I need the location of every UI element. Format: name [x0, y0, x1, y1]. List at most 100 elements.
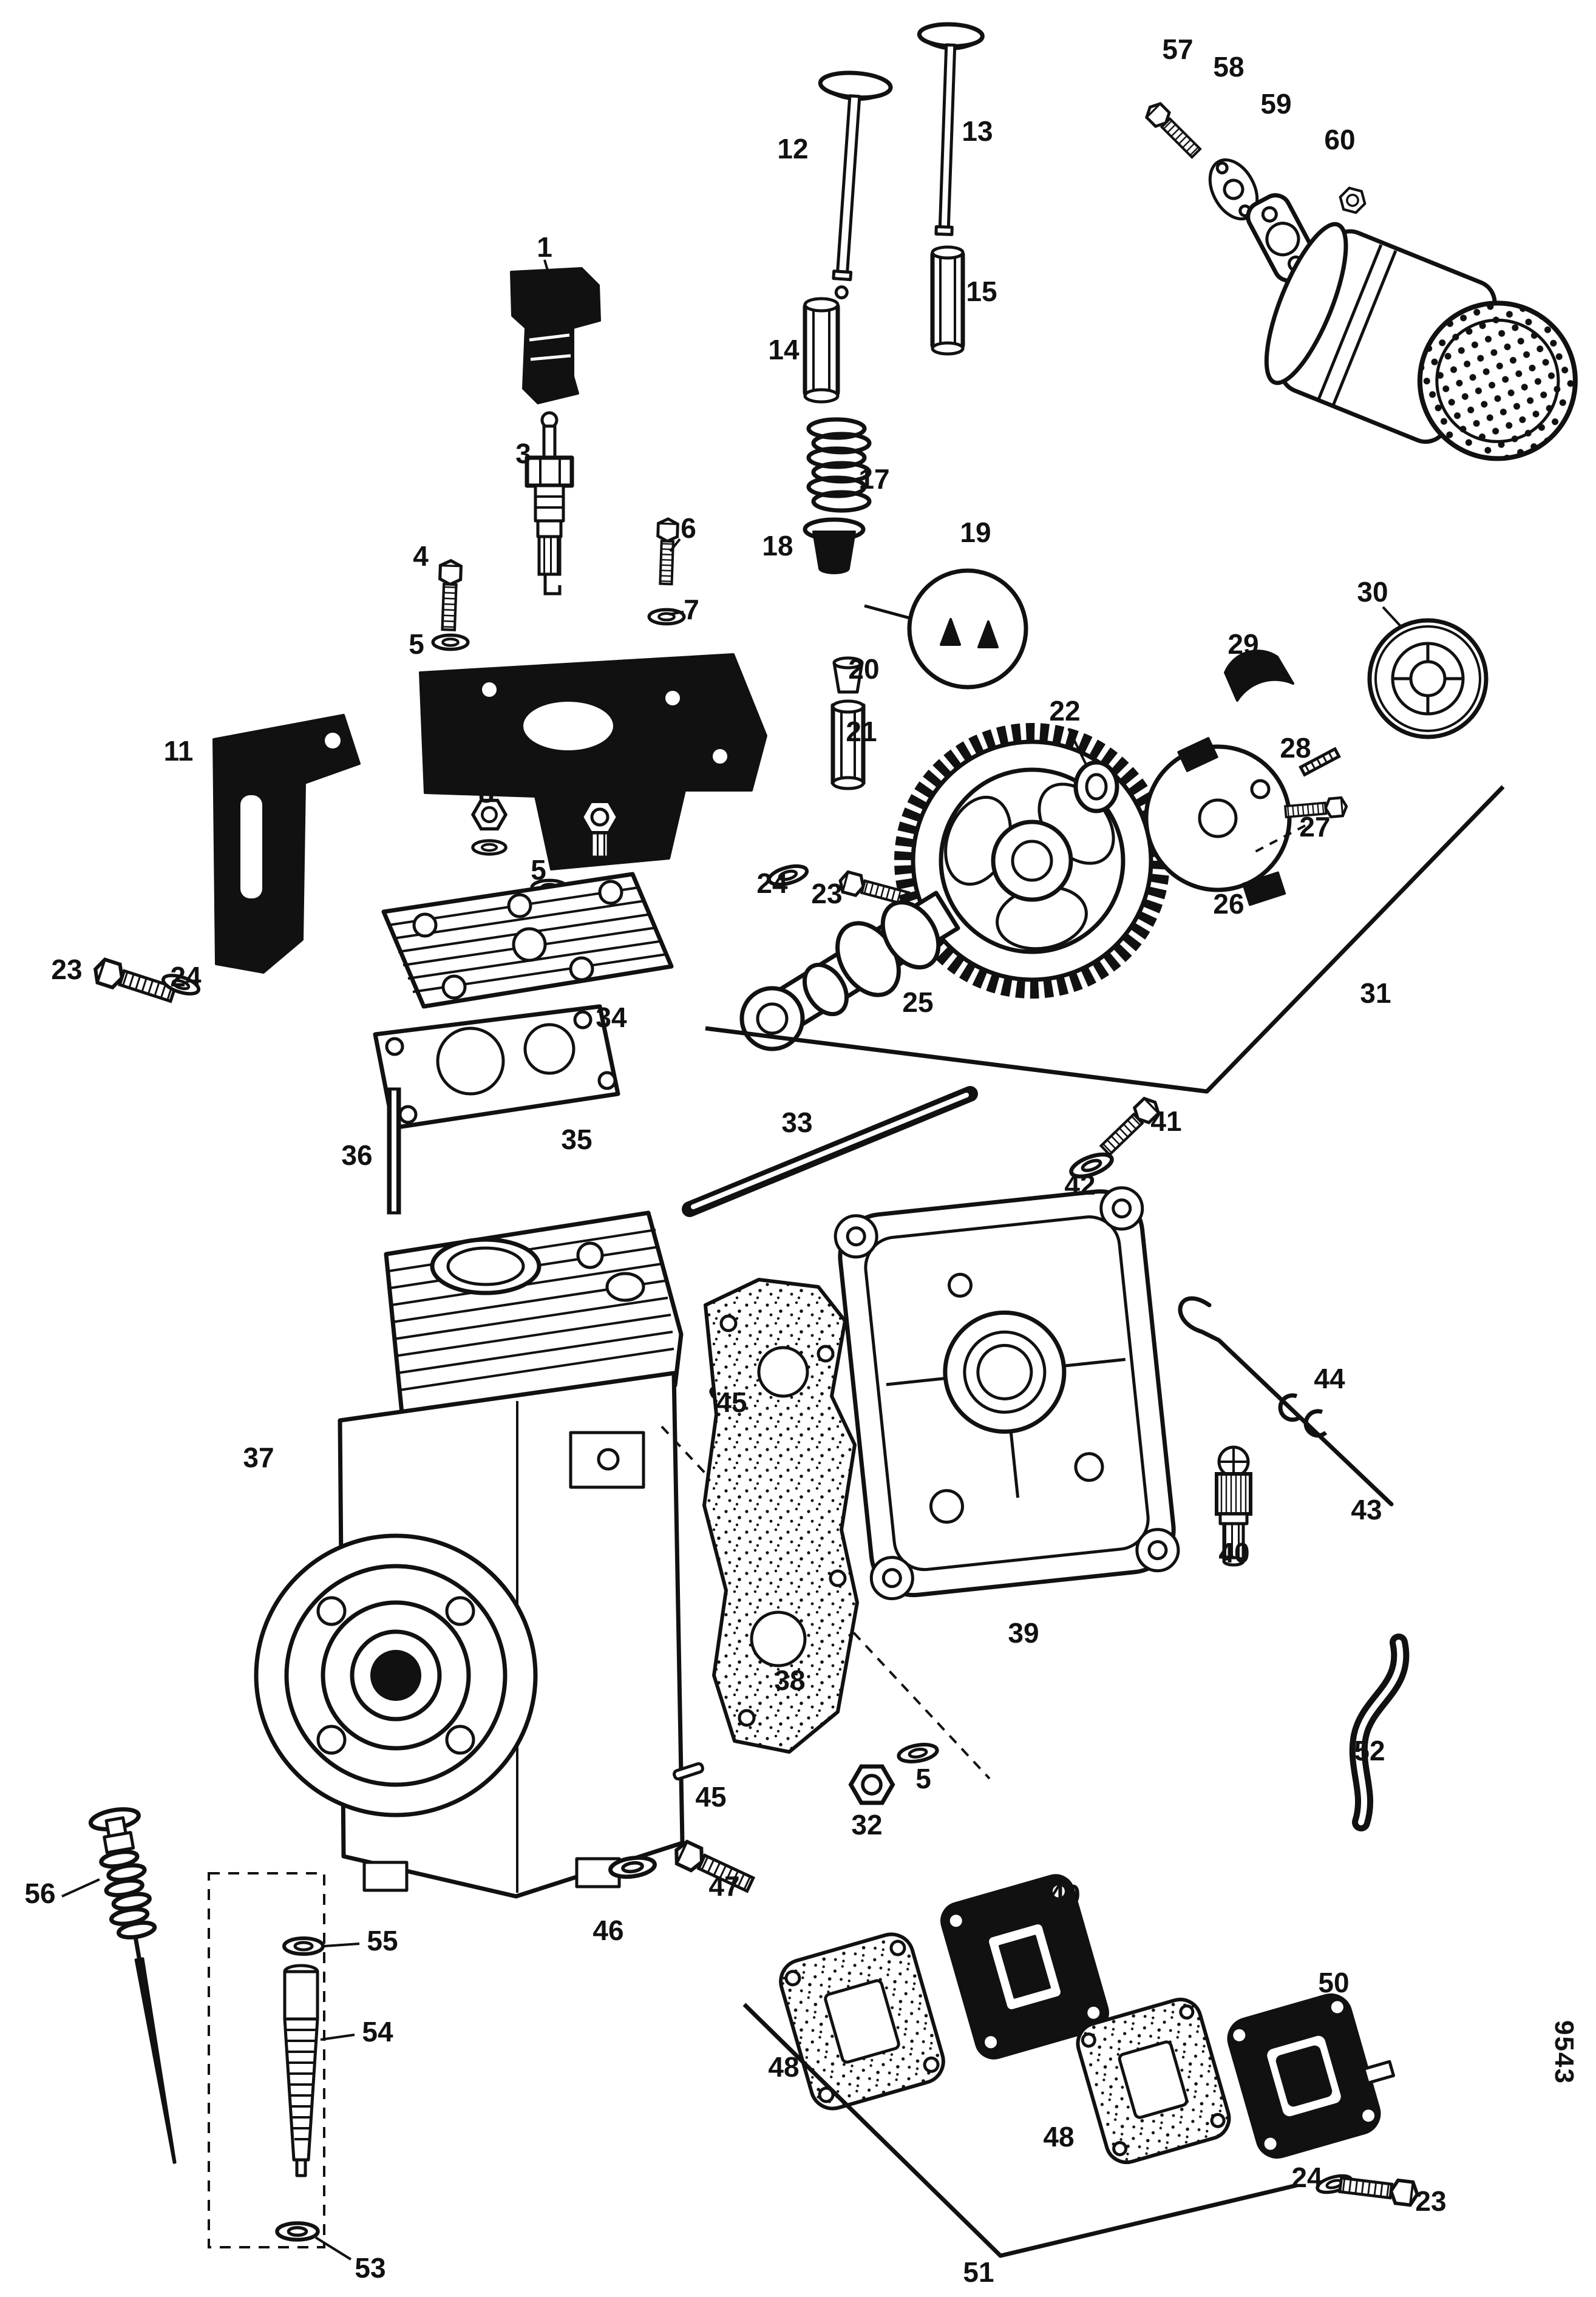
callout-9: 9: [596, 777, 612, 809]
muffler: [1264, 222, 1578, 461]
callout-40: 40: [1218, 1537, 1250, 1569]
pin-28: [1299, 747, 1341, 777]
cam-bushing-22: [1067, 728, 1119, 813]
callout-58: 58: [1213, 51, 1245, 83]
callout-17: 17: [858, 463, 890, 495]
callout-5: 5: [531, 854, 546, 886]
callout-24: 24: [170, 961, 202, 992]
callout-45: 45: [695, 1781, 727, 1813]
callout-52: 52: [1354, 1735, 1385, 1766]
breather-gasket-48b: [1076, 1997, 1231, 2165]
group-bracket-51: [742, 2003, 1297, 2258]
callout-7: 7: [684, 594, 699, 625]
callout-59: 59: [1260, 88, 1292, 120]
callout-46: 46: [593, 1915, 624, 1946]
callout-12: 12: [777, 133, 809, 165]
callout-18: 18: [762, 530, 793, 562]
callout-31: 31: [1360, 977, 1391, 1009]
retainer-clips-44: [1278, 1393, 1328, 1438]
callout-37: 37: [243, 1442, 274, 1473]
callout-22: 22: [1049, 695, 1081, 727]
callout-23: 23: [1415, 2185, 1447, 2217]
callout-23: 23: [51, 954, 83, 985]
callout-24: 24: [1291, 2162, 1323, 2193]
bracket-shield-11: [212, 714, 361, 974]
callout-13: 13: [962, 115, 993, 147]
callout-48: 48: [1043, 2121, 1075, 2153]
camshaft: [739, 891, 960, 1051]
crankcase-cover: [834, 1186, 1180, 1601]
cylinder-head: [381, 872, 674, 1009]
callout-48: 48: [768, 2051, 800, 2083]
callout-32: 32: [851, 1809, 883, 1841]
callout-39: 39: [1008, 1617, 1039, 1649]
needle-valve-56: [88, 1807, 177, 2164]
callout-23: 23: [811, 878, 843, 909]
breather-plate-49: [940, 1874, 1109, 2060]
oil-fill-plug: [1215, 1445, 1252, 1567]
dowel-pin-45b: [673, 1762, 704, 1781]
callout-20: 20: [848, 653, 880, 685]
tappet-14: [803, 297, 840, 404]
bracket-plate-10: [419, 653, 767, 870]
callout-1: 1: [537, 231, 552, 263]
callout-49: 49: [1049, 1879, 1081, 1910]
callout-45: 45: [716, 1386, 747, 1418]
callout-53: 53: [355, 2252, 386, 2284]
callout-50: 50: [1318, 1967, 1350, 1998]
callout-51: 51: [963, 2256, 994, 2288]
callout-47: 47: [708, 1870, 740, 1902]
crankcase-gasket: [702, 1278, 859, 1754]
callout-15: 15: [966, 276, 997, 307]
callout-55: 55: [367, 1925, 398, 1956]
guide-21: [830, 699, 866, 790]
callout-6: 6: [681, 512, 696, 544]
callout-21: 21: [846, 716, 877, 747]
figure-code: 9543: [1549, 2020, 1579, 2085]
callout-8: 8: [478, 777, 494, 809]
callout-28: 28: [1280, 732, 1311, 764]
muffler-gasket-58: [1208, 158, 1259, 221]
callout-34: 34: [596, 1002, 627, 1033]
callout-3: 3: [515, 438, 531, 469]
callout-41: 41: [1150, 1105, 1182, 1137]
callout-44: 44: [1314, 1363, 1345, 1394]
breather-cover-50: [1227, 1993, 1396, 2159]
callout-14: 14: [768, 334, 800, 365]
callout-19: 19: [960, 517, 991, 548]
callout-29: 29: [1228, 628, 1259, 660]
intake-valve-12: [818, 70, 893, 300]
callout-4: 4: [413, 540, 429, 572]
spring-retainer: [803, 517, 866, 574]
callout-54: 54: [362, 2016, 393, 2048]
fitting-9: [582, 801, 618, 859]
detail-box: [208, 1872, 325, 2248]
needle-assembly-54: [283, 1964, 355, 2177]
spark-plug: [525, 411, 574, 595]
callout-10: 10: [549, 676, 581, 707]
callout-5: 5: [409, 628, 424, 660]
breather-hose: [1349, 1634, 1410, 1831]
callout-35: 35: [561, 1124, 593, 1155]
callout-38: 38: [774, 1664, 806, 1696]
callout-11: 11: [163, 735, 194, 767]
tappet-15: [930, 245, 965, 356]
exhaust-valve-13: [917, 22, 985, 236]
callout-33: 33: [781, 1107, 813, 1138]
engine-block: [254, 1210, 685, 1899]
stud-36: [387, 1087, 401, 1215]
spark-plug-boot: [510, 259, 601, 404]
bearing-retainer-30: [1367, 606, 1489, 739]
breather-gasket-48a: [779, 1932, 945, 2111]
retainer-cup-20: [832, 656, 864, 694]
callout-36: 36: [341, 1139, 373, 1171]
valve-spring: [806, 417, 872, 513]
group-bracket-31: [705, 785, 1505, 1094]
callout-26: 26: [1213, 888, 1245, 920]
clamp-29: [1224, 650, 1294, 702]
callout-56: 56: [24, 1878, 56, 1909]
callout-57: 57: [1162, 33, 1194, 65]
